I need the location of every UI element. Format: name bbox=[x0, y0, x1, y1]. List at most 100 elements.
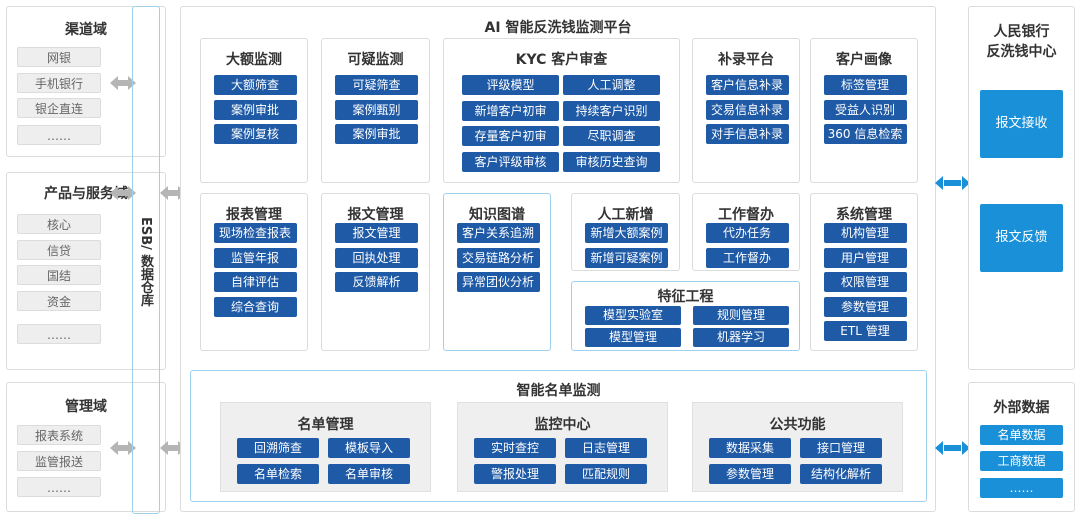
domain-item: …… bbox=[17, 477, 101, 497]
module-item: 人工调整 bbox=[563, 75, 660, 95]
module-item: 标签管理 bbox=[823, 75, 907, 95]
module-item: 权限管理 bbox=[823, 272, 907, 292]
module-item: 报文管理 bbox=[335, 223, 418, 243]
bidirectional-arrow-icon bbox=[935, 441, 970, 455]
esb-label: ESB/ 数据仓库 bbox=[138, 217, 153, 307]
domain-box: 渠道域网银手机银行银企直连…… bbox=[6, 6, 166, 157]
domain-item: 国结 bbox=[17, 265, 101, 285]
module-item: 反馈解析 bbox=[335, 272, 418, 292]
module-item: 现场检查报表 bbox=[213, 223, 297, 243]
module-item: 监管年报 bbox=[213, 247, 297, 268]
module-item: 客户评级审核 bbox=[462, 151, 559, 172]
list-panel-item: 警报处理 bbox=[474, 464, 556, 484]
bidirectional-arrow-icon bbox=[160, 441, 186, 455]
module-item: 交易链路分析 bbox=[456, 247, 540, 268]
module-item: 案例复核 bbox=[213, 124, 297, 144]
list-panel-item: 回溯筛查 bbox=[237, 438, 319, 458]
module-title: 特征工程 bbox=[657, 289, 714, 305]
domain-item: 网银 bbox=[17, 47, 101, 67]
module-item: 代办任务 bbox=[705, 223, 789, 243]
module-item: 新增可疑案例 bbox=[585, 247, 668, 268]
module-item: 案例审批 bbox=[335, 124, 418, 144]
external-data-item: 名单数据 bbox=[980, 425, 1063, 445]
module-item: 审核历史查询 bbox=[563, 151, 660, 172]
list-panel-item: 名单审核 bbox=[328, 464, 410, 484]
module-item: 尽职调查 bbox=[563, 126, 660, 146]
list-panel-title: 监控中心 bbox=[534, 417, 591, 433]
list-panel-item: 参数管理 bbox=[709, 464, 791, 484]
module-box: 人工新增新增大额案例新增可疑案例 bbox=[571, 193, 680, 271]
module-title: 报文管理 bbox=[347, 207, 404, 223]
platform-title: AI 智能反洗钱监测平台 bbox=[484, 20, 632, 36]
module-title: 工作督办 bbox=[718, 207, 774, 223]
module-item: 新增大额案例 bbox=[585, 223, 668, 243]
module-title: 客户画像 bbox=[836, 52, 892, 68]
list-panel-title: 名单管理 bbox=[297, 417, 354, 433]
module-box: 补录平台客户信息补录交易信息补录对手信息补录 bbox=[692, 38, 800, 183]
module-item: 受益人识别 bbox=[823, 99, 907, 120]
bidirectional-arrow-icon bbox=[160, 186, 186, 200]
module-item: 机器学习 bbox=[693, 328, 789, 347]
module-item: 评级模型 bbox=[462, 75, 559, 95]
domain-item: …… bbox=[17, 324, 101, 344]
domain-item: 核心 bbox=[17, 214, 101, 234]
list-panel: 监控中心实时查控日志管理警报处理匹配规则 bbox=[457, 402, 668, 492]
module-title: 报表管理 bbox=[226, 207, 282, 223]
pboc-item: 报文接收 bbox=[980, 90, 1063, 158]
module-item: 回执处理 bbox=[335, 247, 418, 268]
module-item: 自律评估 bbox=[213, 272, 297, 292]
list-panel-item: 数据采集 bbox=[709, 438, 791, 458]
domain-item: 资金 bbox=[17, 291, 101, 311]
module-item: 综合查询 bbox=[213, 296, 297, 317]
list-panel-item: 日志管理 bbox=[565, 438, 647, 458]
pboc-title: 反洗钱中心 bbox=[986, 44, 1057, 60]
list-panel: 公共功能数据采集接口管理参数管理结构化解析 bbox=[692, 402, 903, 492]
module-box: KYC 客户审查评级模型人工调整新增客户初审持续客户识别存量客户初审尽职调查客户… bbox=[443, 38, 680, 183]
module-item: 案例审批 bbox=[213, 99, 297, 120]
module-box: 报文管理报文管理回执处理反馈解析 bbox=[321, 193, 430, 351]
esb-data-warehouse-bar: ESB/ 数据仓库 bbox=[132, 6, 160, 514]
module-item: 交易信息补录 bbox=[705, 99, 789, 120]
module-title: 大额监测 bbox=[226, 52, 282, 68]
list-panel-item: 接口管理 bbox=[800, 438, 882, 458]
module-item: 模型管理 bbox=[585, 328, 681, 347]
module-item: 持续客户识别 bbox=[563, 100, 660, 121]
module-item: 用户管理 bbox=[823, 247, 907, 268]
module-title: KYC 客户审查 bbox=[515, 52, 608, 68]
module-item: 工作督办 bbox=[705, 247, 789, 268]
module-item: 模型实验室 bbox=[585, 306, 681, 325]
list-panel: 名单管理回溯筛查模板导入名单检索名单审核 bbox=[220, 402, 431, 492]
pboc-title: 人民银行 bbox=[993, 24, 1050, 40]
domain-item: 报表系统 bbox=[17, 425, 101, 445]
module-item: 大额筛查 bbox=[213, 75, 297, 95]
module-box: 知识图谱客户关系追溯交易链路分析异常团伙分析 bbox=[443, 193, 551, 351]
module-item: 新增客户初审 bbox=[462, 100, 559, 121]
domain-title: 渠道域 bbox=[65, 22, 107, 38]
module-item: 存量客户初审 bbox=[462, 126, 559, 146]
module-box: 大额监测大额筛查案例审批案例复核 bbox=[200, 38, 308, 183]
module-item: 异常团伙分析 bbox=[456, 272, 540, 292]
domain-box: 管理域报表系统监管报送…… bbox=[6, 382, 166, 512]
external-data-title: 外部数据 bbox=[993, 400, 1050, 416]
domain-item: 手机银行 bbox=[17, 73, 101, 93]
module-item: 参数管理 bbox=[823, 296, 907, 317]
list-panel-item: 实时查控 bbox=[474, 438, 556, 458]
module-title: 可疑监测 bbox=[347, 52, 404, 68]
pboc-item: 报文反馈 bbox=[980, 204, 1063, 272]
module-item: 客户信息补录 bbox=[705, 75, 789, 95]
domain-item: …… bbox=[17, 125, 101, 145]
list-panel-item: 名单检索 bbox=[237, 464, 319, 484]
domain-title: 管理域 bbox=[65, 399, 107, 415]
bidirectional-arrow-icon bbox=[110, 441, 136, 455]
module-item: 案例甄别 bbox=[335, 99, 418, 120]
pboc-box: 人民银行反洗钱中心 bbox=[968, 6, 1075, 370]
list-panel-item: 匹配规则 bbox=[565, 464, 647, 484]
list-panel-title: 公共功能 bbox=[769, 417, 826, 433]
list-panel-item: 模板导入 bbox=[328, 438, 410, 458]
module-box: 特征工程模型实验室规则管理模型管理机器学习 bbox=[571, 281, 800, 351]
module-item: ETL 管理 bbox=[823, 321, 907, 341]
module-box: 工作督办代办任务工作督办 bbox=[692, 193, 800, 271]
module-title: 人工新增 bbox=[597, 207, 654, 223]
